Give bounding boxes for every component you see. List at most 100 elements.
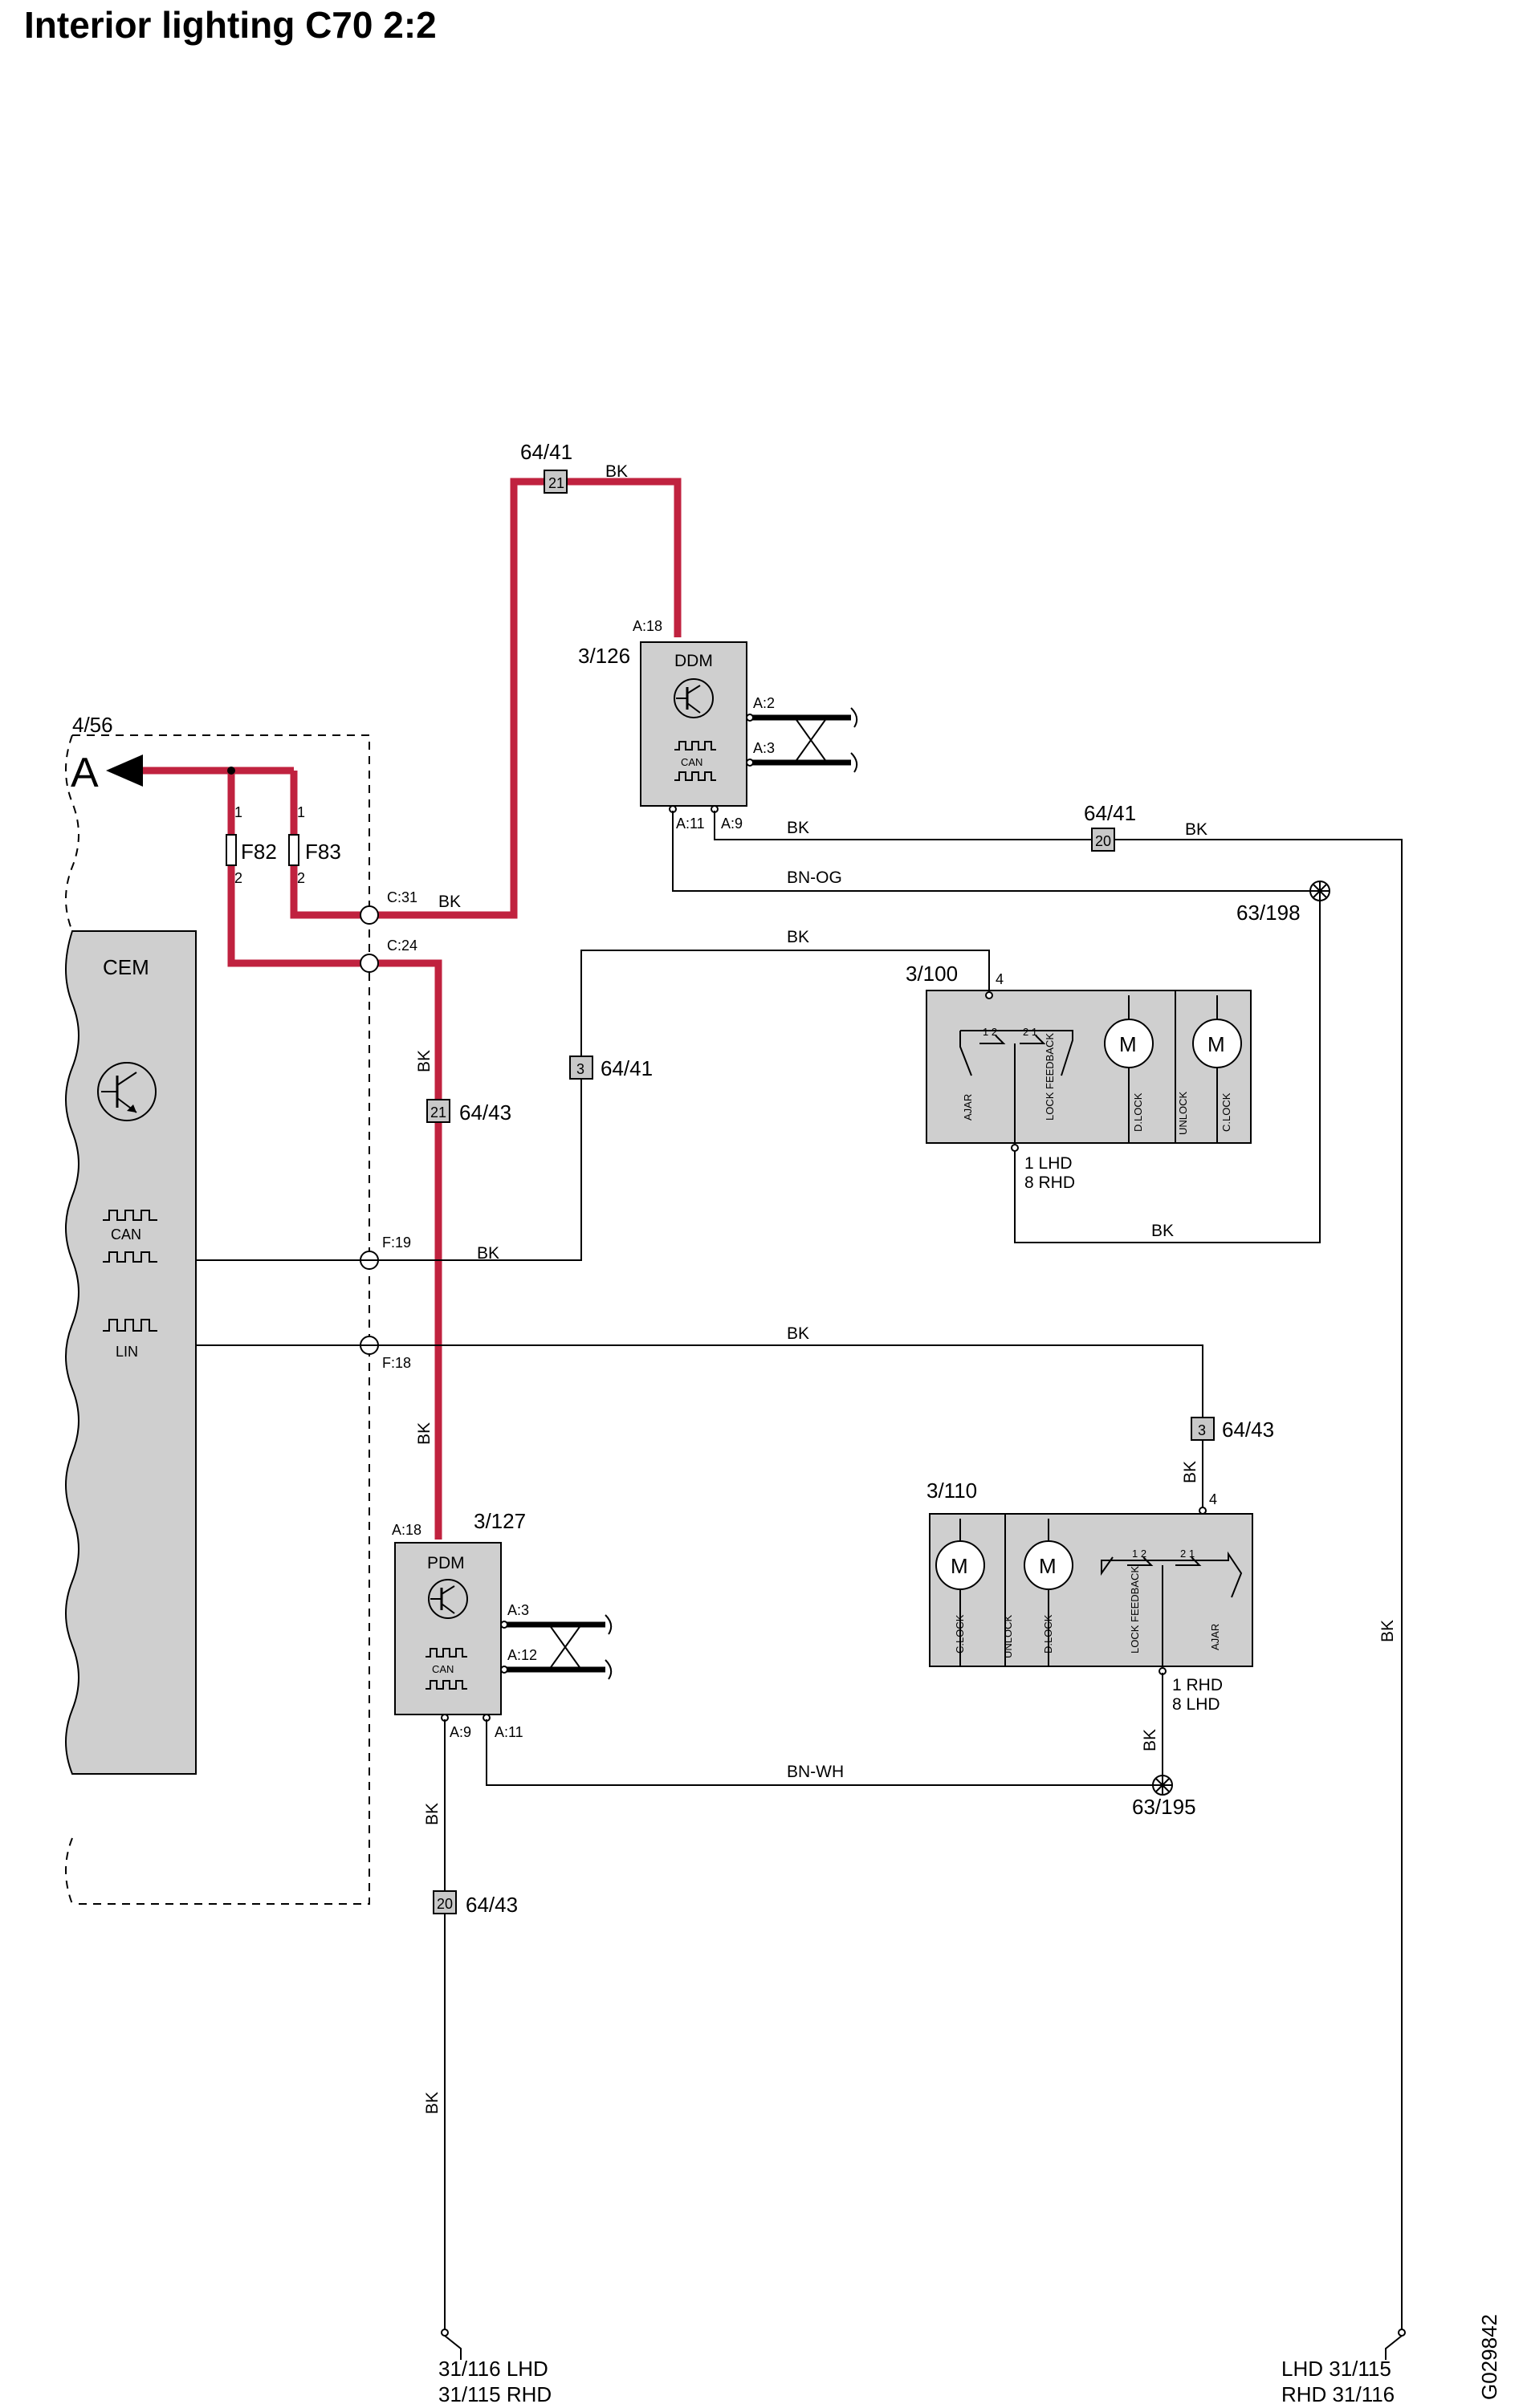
cem-pin-c31-node bbox=[360, 905, 379, 925]
lock-left-module bbox=[926, 990, 1252, 1144]
wire-color-pdm-a9-lower: BK bbox=[423, 2092, 442, 2114]
lock-right-pin-bottom-2: 8 LHD bbox=[1172, 1695, 1220, 1714]
wire-color-lock-right-bottom: BK bbox=[1141, 1729, 1159, 1751]
wire-color-pdm-upper: BK bbox=[415, 1050, 434, 1072]
connector-a-label: A bbox=[71, 750, 99, 796]
lock-left-pin-bottom-1: 1 LHD bbox=[1024, 1154, 1073, 1173]
wire-color-f19: BK bbox=[477, 1244, 499, 1263]
wire-color-lock-right-top: BK bbox=[1181, 1461, 1199, 1483]
lock-right-ajar: AJAR bbox=[1209, 1624, 1221, 1650]
connector-c2-num: 21 bbox=[430, 1104, 446, 1121]
lock-left-ajar: AJAR bbox=[962, 1094, 974, 1121]
pdm-transistor-icon bbox=[428, 1579, 468, 1619]
fuse-f82-pin2: 2 bbox=[234, 870, 242, 886]
ground-left-label-2: 31/115 RHD bbox=[438, 2382, 552, 2406]
lock-right-dlock: D.LOCK bbox=[1042, 1614, 1054, 1653]
ddm-pin-a2: A:2 bbox=[753, 695, 775, 711]
ddm-can-label: CAN bbox=[681, 756, 702, 768]
lock-right-module bbox=[929, 1513, 1253, 1667]
wire-f19-lock-left bbox=[196, 950, 990, 1261]
cem-transistor-icon bbox=[97, 1062, 157, 1121]
wire-f18-lock-right bbox=[196, 1344, 1203, 1509]
wire-color-c31: BK bbox=[438, 893, 461, 911]
connector-c3 bbox=[569, 1056, 593, 1080]
ground-left-icon bbox=[441, 2329, 462, 2360]
wire-color-ddm-a9: BK bbox=[787, 819, 809, 837]
wire-color-bnwh: BN-WH bbox=[787, 1763, 844, 1781]
pdm-module bbox=[394, 1542, 502, 1715]
pdm-can-icon bbox=[426, 1648, 467, 1690]
pdm-can-bus-twisted-pair bbox=[500, 1614, 613, 1680]
lock-left-motor-dlock-icon bbox=[1104, 995, 1154, 1143]
cem-pin-f19: F:19 bbox=[382, 1235, 411, 1251]
lock-left-motor-2-label: M bbox=[1207, 1032, 1225, 1056]
lock-right-pin4: 4 bbox=[1209, 1491, 1217, 1507]
lock-right-pin-bottom-1: 1 RHD bbox=[1172, 1676, 1223, 1694]
pdm-pin-a9: A:9 bbox=[450, 1724, 471, 1740]
wire-pdm-a11-splice bbox=[486, 1719, 1156, 1786]
lock-left-switches-icon bbox=[959, 1030, 1073, 1143]
cem-lin-icon bbox=[103, 1319, 157, 1332]
connector-c6-num: 20 bbox=[437, 1896, 453, 1912]
wire-splice-198-lock-left bbox=[1014, 901, 1321, 1243]
connector-c1-label: 64/41 bbox=[520, 440, 572, 464]
cem-pin-c24-node bbox=[360, 954, 379, 973]
connector-c5 bbox=[1191, 1417, 1215, 1441]
lock-left-ref: 3/100 bbox=[906, 962, 958, 986]
lock-right-switches-icon bbox=[1101, 1551, 1243, 1666]
lock-left-lock-feedback: LOCK FEEDBACK bbox=[1044, 1033, 1056, 1121]
pdm-pin-a11: A:11 bbox=[495, 1724, 523, 1740]
ground-left-label-1: 31/116 LHD bbox=[438, 2357, 548, 2381]
wire-color-right-vertical: BK bbox=[1378, 1620, 1397, 1642]
red-wire-c31-ddm bbox=[369, 478, 682, 919]
splice-63-195-label: 63/195 bbox=[1132, 1795, 1196, 1819]
lock-left-switch-a: 1 2 bbox=[983, 1026, 997, 1038]
lock-left-dlock: D.LOCK bbox=[1132, 1092, 1144, 1132]
cem-name: CEM bbox=[103, 955, 149, 979]
ddm-pin-a18: A:18 bbox=[633, 618, 662, 634]
wire-color-ddm-top: BK bbox=[605, 462, 628, 481]
connector-c3-num: 3 bbox=[576, 1061, 584, 1077]
pdm-can-label: CAN bbox=[432, 1663, 454, 1675]
ddm-pin-a11: A:11 bbox=[676, 816, 705, 832]
cem-module bbox=[65, 930, 197, 1775]
cem-enclosure bbox=[65, 734, 370, 1905]
connector-c4-label: 64/41 bbox=[1084, 801, 1136, 825]
fuse-f82-label: F82 bbox=[241, 840, 277, 864]
lock-right-pin4-node bbox=[1199, 1507, 1207, 1515]
cem-can-icon bbox=[103, 1210, 157, 1263]
wire-color-pdm-lower: BK bbox=[415, 1422, 434, 1445]
cem-pin-f18: F:18 bbox=[382, 1355, 411, 1371]
ground-right-label-1: LHD 31/115 bbox=[1281, 2357, 1391, 2381]
connector-c6 bbox=[433, 1890, 457, 1914]
ddm-ref: 3/126 bbox=[578, 644, 630, 668]
lock-right-switch-b: 2 1 bbox=[1180, 1548, 1195, 1560]
cem-pin-c24: C:24 bbox=[387, 938, 417, 954]
diagram-id: G029842 bbox=[1477, 2314, 1501, 2400]
lock-left-motor-clock-icon bbox=[1192, 995, 1242, 1143]
lock-right-motor-1-label: M bbox=[951, 1554, 968, 1578]
lock-right-lock-feedback: LOCK FEEDBACK bbox=[1129, 1566, 1141, 1653]
lock-left-pin4-node bbox=[985, 991, 993, 999]
ddm-name: DDM bbox=[674, 652, 713, 670]
wire-color-lock-left-top: BK bbox=[787, 928, 809, 946]
splice-63-198-icon bbox=[1309, 881, 1330, 901]
page-title: Interior lighting C70 2:2 bbox=[24, 4, 437, 46]
cem-ref-label: 4/56 bbox=[72, 713, 113, 737]
ddm-can-bus-twisted-pair bbox=[746, 707, 858, 773]
connector-c6-label: 64/43 bbox=[466, 1893, 518, 1917]
cem-pin-c31: C:31 bbox=[387, 889, 417, 905]
connector-c3-label: 64/41 bbox=[601, 1056, 653, 1080]
connector-c2-label: 64/43 bbox=[459, 1100, 511, 1125]
pdm-ref: 3/127 bbox=[474, 1509, 526, 1533]
lock-left-unlock: UNLOCK bbox=[1177, 1091, 1189, 1135]
ground-right-label-2: RHD 31/116 bbox=[1281, 2382, 1395, 2406]
junction-dot bbox=[227, 767, 235, 775]
lock-left-clock: C.LOCK bbox=[1220, 1092, 1232, 1132]
lock-right-motor-2-label: M bbox=[1039, 1554, 1057, 1578]
fuse-f82-pin1: 1 bbox=[234, 804, 242, 820]
ddm-pin-a3: A:3 bbox=[753, 740, 775, 756]
ddm-module bbox=[640, 641, 747, 807]
fuse-f83-pin2: 2 bbox=[297, 870, 305, 886]
